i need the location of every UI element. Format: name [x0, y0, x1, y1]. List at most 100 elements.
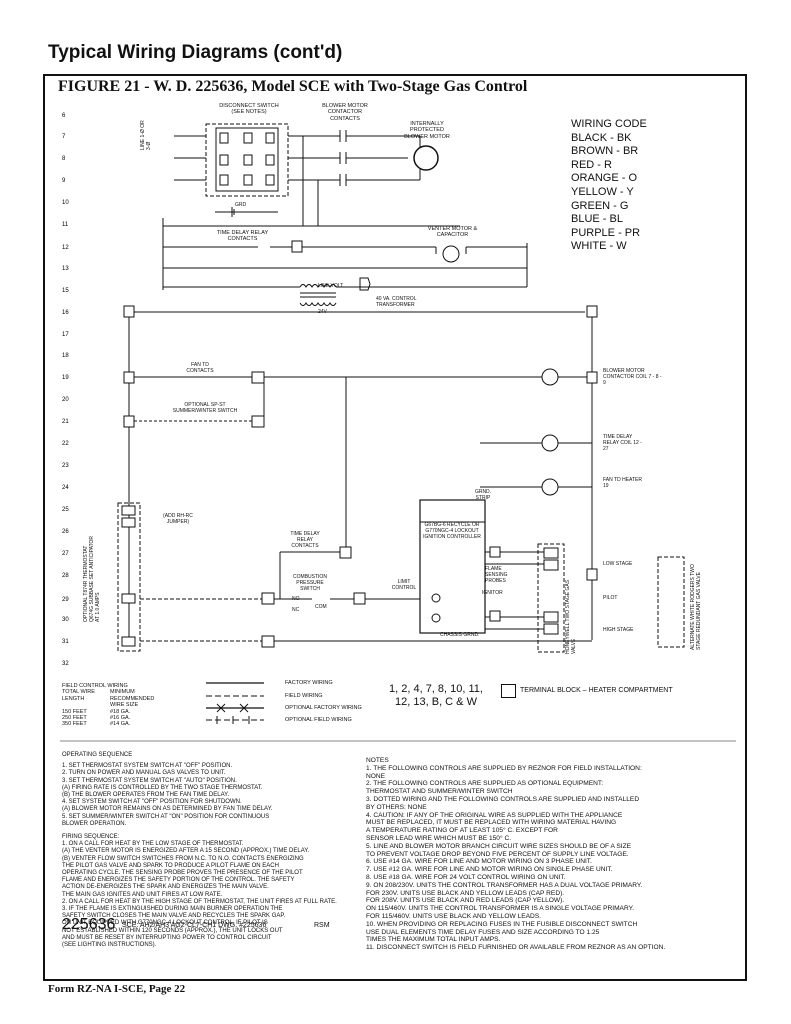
drawing-info: SCE: AH2/AH3 AG2-CL7-CH1 DWG. #225636	[122, 922, 267, 929]
note-line: BY OTHERS: NONE	[366, 803, 427, 811]
note-line: ON 115/460V. UNITS THE CONTROL TRANSFORM…	[366, 905, 634, 913]
line-number: 21	[62, 419, 69, 425]
line-number: 30	[62, 617, 69, 623]
ops-line: 2. TURN ON POWER AND MANUAL GAS VALVES T…	[62, 770, 226, 777]
wiring-code: WIRING CODE BLACK - BK BROWN - BR RED - …	[571, 118, 647, 254]
figure-frame	[43, 74, 747, 981]
jumper-label: (ADD RH-RC JUMPER)	[163, 513, 193, 525]
line-voltage-label: LINE 1-Ø OR 3-Ø	[140, 120, 152, 150]
note-line: 9. ON 208/230V. UNITS THE CONTROL TRANSF…	[366, 881, 643, 889]
table-row: 250 FEET #16 GA.	[62, 715, 131, 722]
note-line: 11. DISCONNECT SWITCH IS FIELD FURNISHED…	[366, 944, 666, 952]
note-line: TO PREVENT VOLTAGE DROP BEYOND FIVE PERC…	[366, 850, 629, 858]
note-line: 6. USE #14 GA. WIRE FOR LINE AND MOTOR W…	[366, 858, 592, 866]
firing-line: FLAME AND ENERGIZES THE SAFETY PORTION O…	[62, 877, 295, 884]
notes-lines: 1. THE FOLLOWING CONTROLS ARE SUPPLIED B…	[366, 765, 736, 952]
figure-title: FIGURE 21 - W. D. 225636, Model SCE with…	[58, 78, 528, 95]
wiring-code-item: WHITE - W	[571, 240, 627, 253]
notes: NOTES 1. THE FOLLOWING CONTROLS ARE SUPP…	[366, 757, 736, 952]
section-title: Typical Wiring Diagrams (cont'd)	[48, 42, 343, 63]
firing-line: THE MAIN GAS IGNITES AND UNIT FIRES AT L…	[62, 891, 223, 898]
line-number: 28	[62, 573, 69, 579]
limit-control-label: LIMIT CONTROL	[391, 579, 417, 591]
table-row: 150 FEET #18 GA.	[62, 708, 131, 715]
td-relay-coil-label: TIME DELAY RELAY COIL 12 - 27	[603, 434, 642, 452]
wiring-code-item: BLUE - BL	[571, 213, 623, 226]
note-line: 1. THE FOLLOWING CONTROLS ARE SUPPLIED B…	[366, 764, 642, 772]
note-line: NONE	[366, 772, 386, 780]
line-number: 23	[62, 463, 69, 469]
line-number: 26	[62, 529, 69, 535]
firing-line: ACTION DE-ENERGIZES THE SPARK AND ENERGI…	[62, 884, 269, 891]
no-label: NO	[292, 596, 300, 602]
note-line: FOR 208V. UNITS USE BLACK AND RED LEADS …	[366, 897, 565, 905]
grnd-strip-label: GRND. STRIP	[474, 489, 492, 501]
td-relay-contacts-label: TIME DELAY RELAY CONTACTS	[216, 230, 269, 243]
note-line: FOR 115/460V. UNITS USE BLACK AND YELLOW…	[366, 912, 542, 920]
time-delay-relay-coil-icon	[541, 434, 559, 452]
note-line: TIMES THE MAXIMUM TOTAL INPUT AMPS.	[366, 936, 501, 944]
note-line: FOR 230V. UNITS USE BLACK AND YELLOW LEA…	[366, 889, 565, 897]
alternate-gas-valve-label: ALTERNATE WHITE RODGERS TWO STAGE REDUND…	[690, 564, 702, 650]
blower-coil-icon	[541, 368, 559, 386]
table-row: 350 FEET #14 GA.	[62, 721, 131, 728]
blower-contactor-label: BLOWER MOTOR CONTACTOR CONTACTS	[322, 103, 368, 122]
wiring-code-item: YELLOW - Y	[571, 185, 634, 198]
blower-motor-icon	[413, 145, 439, 171]
thermostat-subbase	[117, 502, 141, 652]
alternate-gas-valve	[657, 556, 685, 648]
line-number: 19	[62, 375, 69, 381]
wiring-code-item: PURPLE - PR	[571, 226, 641, 239]
firing-lines: 1. ON A CALL FOR HEAT BY THE LOW STAGE O…	[62, 841, 362, 949]
note-line: 3. DOTTED WIRING AND THE FOLLOWING CONTR…	[366, 795, 640, 803]
note-line: 2. THE FOLLOWING CONTROLS ARE SUPPLIED A…	[366, 780, 604, 788]
line-number: 7	[62, 134, 66, 140]
wiring-code-item: BROWN - BR	[571, 145, 639, 158]
notes-title: NOTES	[366, 757, 389, 764]
thermostat-label: OPTIONAL T874R THERMOSTAT Q674G SUBBASE …	[83, 535, 101, 622]
fan-td-contacts-label: FAN TD CONTACTS	[186, 362, 214, 374]
note-line: USE DUAL ELEMENTS TIME DELAY FUSES AND S…	[366, 928, 600, 936]
line-number: 6	[62, 113, 66, 119]
ops-line: 3. SET THERMOSTAT SYSTEM SWITCH AT "AUTO…	[62, 777, 237, 784]
line-number: 29	[62, 597, 69, 603]
ops-line: BLOWER OPERATION.	[62, 820, 127, 827]
drawing-initials: RSM	[314, 922, 330, 929]
td-relay-contacts-2-label: TIME DELAY RELAY CONTACTS	[290, 531, 320, 549]
fan-td-heater-icon	[541, 478, 559, 496]
nc-label: NC	[292, 607, 300, 613]
note-line: SENSOR LEAD WIRE WHICH MUST BE 150° C.	[366, 834, 512, 842]
ops-line: (B) THE BLOWER OPERATES FROM THE FAN TIM…	[62, 792, 230, 799]
note-line: MUST BE REPLACED, IT MUST BE REPLACED WI…	[366, 819, 617, 827]
line-number: 12	[62, 245, 69, 251]
firing-line: (B) VENTER FLOW SWITCH SWITCHES FROM N.C…	[62, 855, 304, 862]
firing-line: 2. ON A CALL FOR HEAT BY THE HIGH STAGE …	[62, 898, 337, 905]
ops-line: 4. SET SYSTEM SWITCH AT "OFF" POSITION F…	[62, 799, 242, 806]
firing-line: THE PILOT GAS VALVE AND SPARK TO PRODUCE…	[62, 862, 279, 869]
gas-valve-label: HONEYWELL TWO STAGE GAS VALVE	[565, 579, 577, 654]
wiring-code-item: GREEN - G	[571, 199, 629, 212]
ignition-controller	[419, 499, 486, 634]
table-header: TOTAL WIRE LENGTH	[62, 689, 95, 702]
line-number: 13	[62, 266, 69, 272]
wiring-code-item: ORANGE - O	[571, 172, 638, 185]
pilot-label: PILOT	[603, 595, 618, 601]
flame-probes-label: FLAME SENSING PROBES	[485, 566, 508, 584]
line-number: 20	[62, 397, 69, 403]
firing-title: FIRING SEQUENCE:	[62, 834, 120, 841]
blower-motor-label: INTERNALLY PROTECTED BLOWER MOTOR	[404, 121, 450, 140]
low-stage-label: LOW STAGE	[603, 561, 633, 567]
field-wiring-title: FIELD CONTROL WIRING	[62, 683, 128, 689]
firing-line: 3. IF THE FLAME IS EXTINGUISHED DURING M…	[62, 906, 283, 913]
note-line: 8. USE #18 GA. WIRE FOR 24 VOLT CONTROL …	[366, 873, 566, 881]
line-number: 27	[62, 551, 69, 557]
drawing-number: 225636	[62, 916, 116, 933]
ignitor-label: IGNITOR	[482, 590, 503, 596]
24v-label: 24V	[318, 309, 327, 315]
ignition-controller-label: G67BG-6 RECYCLE OR G770NGC-4 LOCKOUT IGN…	[423, 522, 481, 540]
line-number: 9	[62, 178, 66, 184]
terminal-block-symbol	[501, 684, 516, 698]
line-number: 16	[62, 310, 69, 316]
high-stage-label: HIGH STAGE	[603, 627, 634, 633]
line-number: 32	[62, 661, 69, 667]
